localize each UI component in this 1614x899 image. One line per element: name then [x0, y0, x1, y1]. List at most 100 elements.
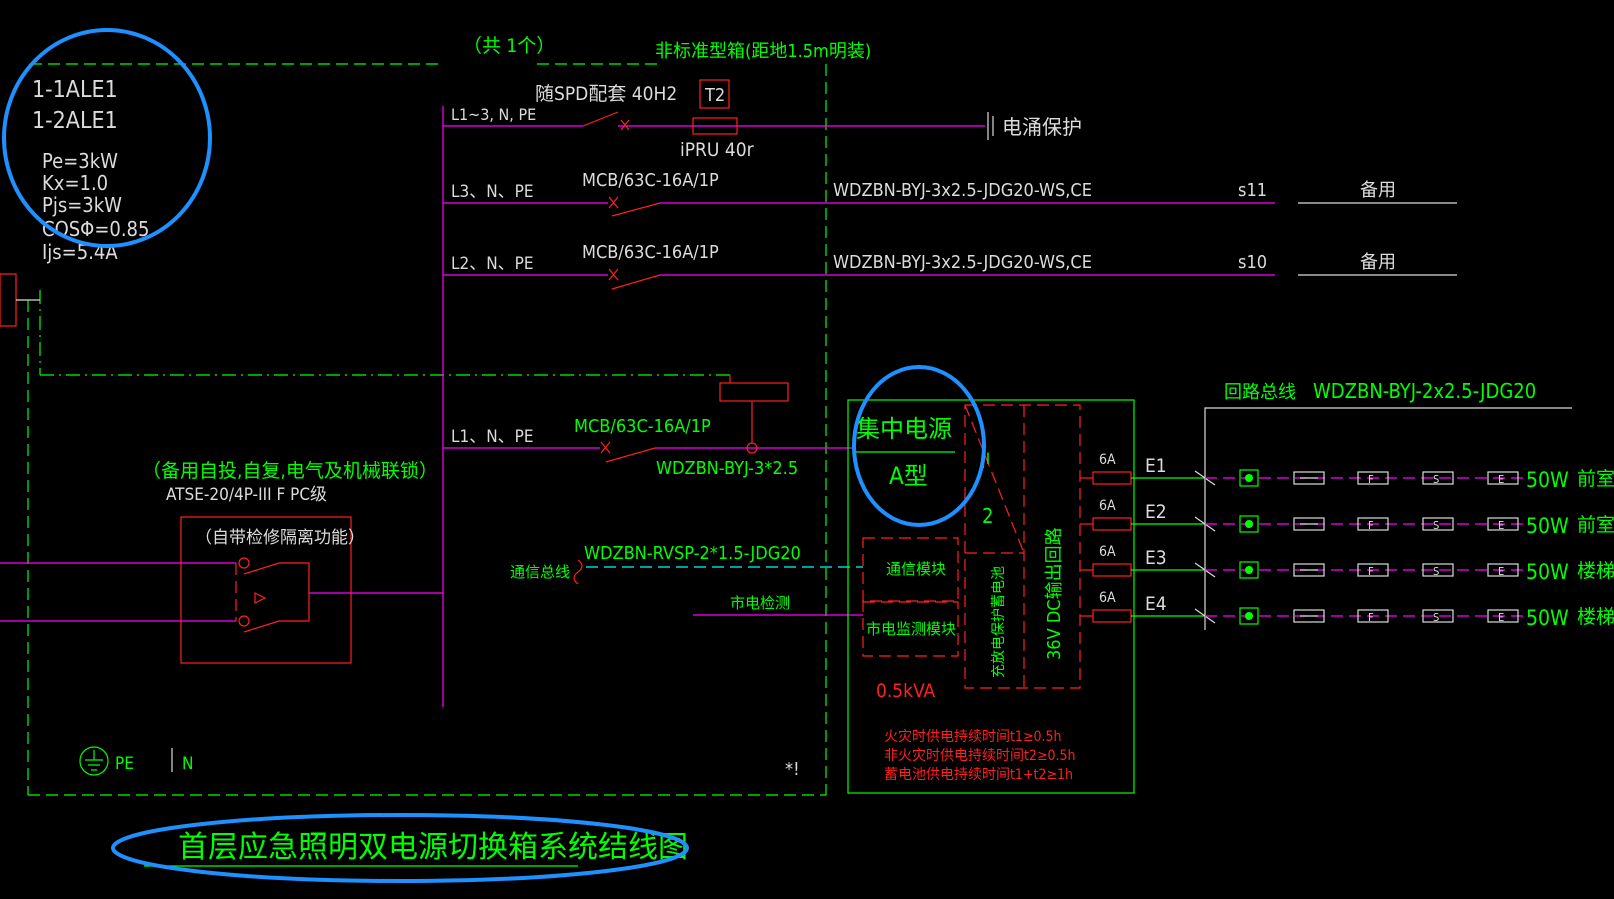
breaker-cross-icon	[608, 268, 619, 281]
fixture-letter: F	[1368, 519, 1374, 532]
fixture-letter: E	[1498, 611, 1504, 624]
ground-pe: PE	[115, 754, 134, 774]
fixture-letter: E	[1498, 473, 1504, 486]
output-id: E1	[1145, 455, 1167, 477]
highlight-ring-params	[2, 28, 212, 248]
comm-module: 通信模块	[886, 560, 946, 578]
fixture-box-icon	[1487, 517, 1519, 531]
output-row: 6AE3FSE50W楼梯疏散	[1080, 544, 1614, 584]
exit-sign-icon	[1293, 609, 1325, 623]
emergency-light-dot	[1245, 566, 1253, 574]
spd-phase: L1~3, N, PE	[451, 105, 536, 124]
fixture-letter: E	[1498, 565, 1504, 578]
load-desc: 前室生产	[1577, 514, 1614, 536]
fixture-letter: S	[1433, 473, 1439, 486]
ground-icon-lines	[85, 750, 103, 771]
mains-module-box	[862, 601, 959, 657]
breaker-cross-icon	[608, 196, 619, 209]
output-row: 6AE2FSE50W前室生产	[1080, 498, 1614, 538]
circuit-breaker: MCB/63C-16A/1P	[582, 242, 719, 263]
spd-label: 随SPD配套 40H2	[535, 83, 677, 105]
emergency-light-dot	[1245, 474, 1253, 482]
fixture-box-icon	[1487, 563, 1519, 577]
param-pjs: Pjs=3kW	[42, 193, 122, 217]
spd-tag-box	[699, 79, 730, 109]
circuit-id: s10	[1238, 252, 1267, 273]
load-power: 50W	[1526, 514, 1569, 538]
load-desc: 楼梯疏散	[1577, 606, 1614, 628]
emergency-light-dot	[1245, 612, 1253, 620]
breaker-switch-icon	[611, 202, 661, 217]
load-power: 50W	[1526, 468, 1569, 492]
box-count: （共 1个）	[463, 35, 555, 57]
loop-bus-line	[1204, 407, 1572, 630]
central-power-box	[847, 399, 1135, 794]
fuse-rating: 6A	[1099, 498, 1116, 514]
emergency-light-icon	[1239, 515, 1259, 533]
circuit-row-l1: L1、N、PE MCB/63C-16A/1P WDZBN-BYJ-3*2.5	[443, 416, 852, 479]
emergency-light-icon	[1239, 469, 1259, 487]
comm-module-box	[862, 537, 959, 602]
inverter-diagonal	[964, 404, 1025, 554]
breaker-switch-icon	[611, 274, 661, 290]
output-id: E3	[1145, 547, 1167, 569]
highlight-ring-power	[852, 365, 986, 527]
fixture-box-icon	[1422, 609, 1454, 623]
fuse-rating: 6A	[1099, 544, 1116, 560]
fuse-icon	[1092, 563, 1132, 577]
fuse-rating: 6A	[1099, 590, 1116, 606]
circuit-cable: WDZBN-BYJ-3x2.5-JDG20-WS,CE	[833, 180, 1092, 201]
exit-sign-icon	[1293, 471, 1325, 485]
fuse-icon	[1092, 517, 1132, 531]
ac-symbol-icon: 2	[982, 504, 993, 528]
incoming-box-fragment	[0, 273, 17, 327]
circuit-cable: WDZBN-BYJ-3x2.5-JDG20-WS,CE	[833, 252, 1092, 273]
fixture-letter: F	[1368, 611, 1374, 624]
breaker-cross-icon	[600, 441, 611, 454]
atse-model: ATSE-20/4P-III F PC级	[166, 485, 327, 505]
emergency-light-dot	[1245, 520, 1253, 528]
exit-sign-icon	[1293, 563, 1325, 577]
highlight-ring-title	[111, 813, 689, 883]
breaker-switch-icon	[605, 447, 656, 463]
fixture-letter: F	[1368, 565, 1374, 578]
power-type: A型	[889, 462, 928, 490]
load-desc: 前室生产	[1577, 468, 1614, 490]
atse-switch-icon	[243, 562, 280, 575]
fixture-box-icon	[1357, 471, 1389, 485]
output-row: 6AE1FSE50W前室生产	[1080, 452, 1614, 492]
load-power: 50W	[1526, 606, 1569, 630]
fixture-letter: S	[1433, 611, 1439, 624]
param-pe: Pe=3kW	[42, 149, 118, 173]
inverter-box	[964, 404, 1081, 689]
fixture-box-icon	[1357, 563, 1389, 577]
ground-n: N	[182, 754, 193, 774]
comm-label: 通信总线	[510, 563, 570, 581]
power-note-1: 火灾时供电持续时间t1≥0.5h	[884, 728, 1062, 745]
fixture-box-icon	[1357, 609, 1389, 623]
output-id: E2	[1145, 501, 1167, 523]
fixture-box-icon	[1422, 563, 1454, 577]
output-circuits: 6AE1FSE50W前室生产6AE2FSE50W前室生产6AE3FSE50W楼梯…	[1080, 452, 1614, 630]
param-kx: Kx=1.0	[42, 171, 108, 195]
fixture-box-icon	[1487, 471, 1519, 485]
box-id-2: 1-2ALE1	[32, 108, 118, 134]
load-power: 50W	[1526, 560, 1569, 584]
circuit-use: 备用	[1360, 252, 1396, 273]
loop-cable: WDZBN-BYJ-2x2.5-JDG20	[1313, 379, 1536, 403]
circuit-use: 备用	[1360, 180, 1396, 201]
circuit-phase: L1、N、PE	[451, 427, 534, 447]
output-row: 6A E4F S E 50W 楼梯疏散	[1080, 590, 1614, 630]
power-title: 集中电源	[856, 415, 952, 443]
fixture-box-icon	[1357, 517, 1389, 531]
output-label: 36V DC输出回路	[1044, 527, 1065, 660]
output-id: E4	[1145, 593, 1167, 615]
fuse-icon	[1092, 609, 1132, 623]
fixture-box-icon	[1487, 609, 1519, 623]
dc-symbol-icon: |I	[981, 449, 990, 468]
atse-func: （自带检修隔离功能）	[195, 528, 365, 548]
spd-protect: 电涌保护	[1002, 115, 1082, 139]
ground-mark: *!	[785, 759, 800, 780]
circuit-row-s11: L3、N、PE MCB/63C-16A/1P WDZBN-BYJ-3x2.5-J…	[443, 170, 1457, 217]
